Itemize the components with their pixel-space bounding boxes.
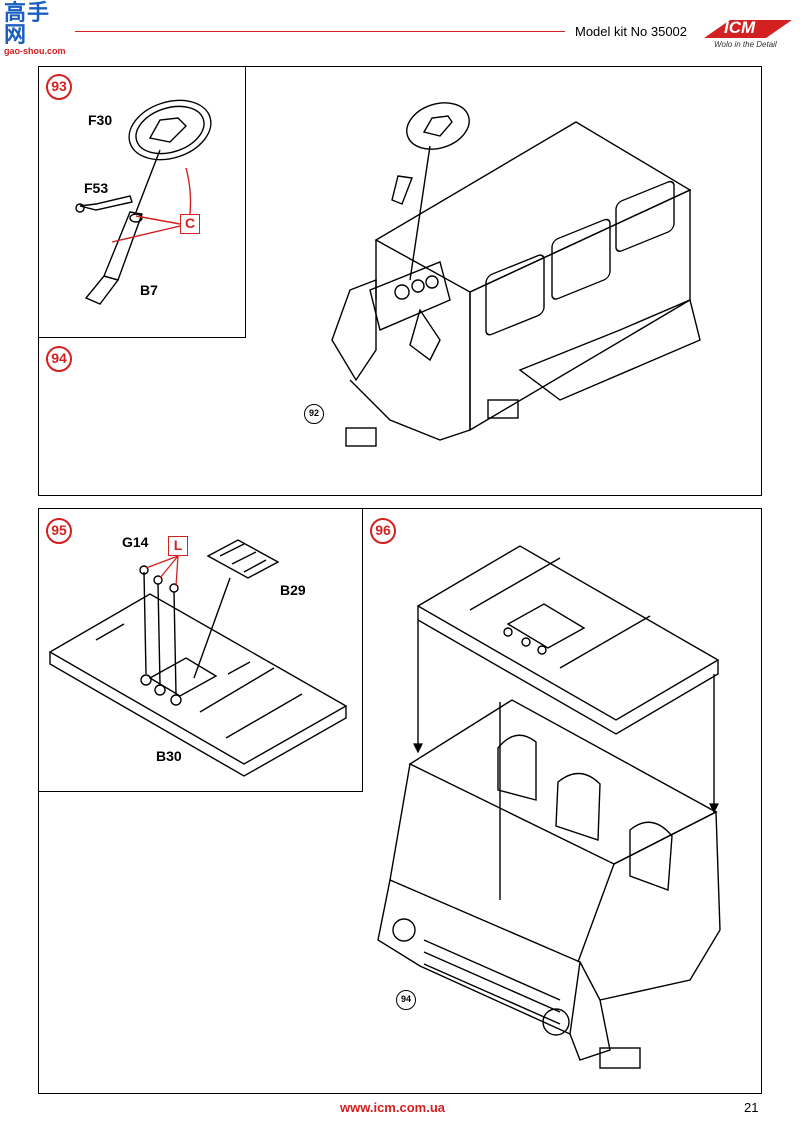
step-95-panel	[38, 508, 363, 792]
part-label-f30: F30	[88, 112, 113, 128]
page-number: 21	[744, 1100, 759, 1115]
adhesive-c-marker: C	[180, 214, 200, 234]
step-93-badge: 93	[46, 74, 72, 100]
step-96-badge: 96	[370, 518, 396, 544]
site-logo-url: gao-shou.com	[4, 46, 66, 56]
part-label-b29: B29	[280, 582, 306, 598]
part-label-b7: B7	[140, 282, 158, 298]
part-label-g14: G14	[122, 534, 149, 550]
brand-tagline: Wolo in the Detail	[714, 40, 777, 49]
site-watermark-logo: 高手网 gao-shou.com	[4, 2, 70, 57]
brand-logo: ICM Wolo in the Detail	[700, 16, 796, 56]
part-label-f53: F53	[84, 180, 109, 196]
ref-step-92: 92	[304, 404, 324, 424]
kit-title: Model kit No 35002	[575, 24, 688, 39]
adhesive-l-marker: L	[168, 536, 188, 556]
footer-url[interactable]: www.icm.com.ua	[340, 1100, 445, 1115]
header-rule	[75, 31, 565, 32]
ref-step-94: 94	[396, 990, 416, 1010]
step-94-badge: 94	[46, 346, 72, 372]
step-93-panel	[38, 66, 246, 338]
part-label-b30: B30	[156, 748, 182, 764]
brand-logo-graphic	[704, 20, 792, 38]
step-95-badge: 95	[46, 518, 72, 544]
step-96-panel	[38, 508, 762, 1094]
site-logo-text: 高手网	[4, 0, 51, 47]
brand-logo-text: ICM	[724, 18, 756, 37]
